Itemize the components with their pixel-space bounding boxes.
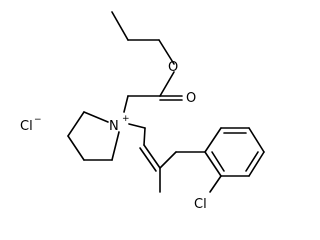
- bond-ring-2: [67, 111, 85, 137]
- bond-aryl-4: [248, 151, 265, 177]
- atom-chlorine-aryl: Cl: [194, 197, 207, 212]
- bond-ring-5: [111, 131, 120, 161]
- chemical-structure-diagram: O O N + Cl Cl −: [20, 11, 265, 212]
- bond-aryl-1: [204, 127, 222, 153]
- propyl-chain: [111, 11, 175, 65]
- bond-aryl-inner-3: [211, 151, 225, 172]
- bond-alkene-a: [143, 144, 161, 169]
- chlorophenyl-ring: [204, 127, 265, 193]
- atom-oxygen-ester: O: [168, 60, 178, 75]
- bond-ring-3: [67, 135, 85, 161]
- nitrogen-charge: +: [122, 114, 130, 124]
- bond-ester-o-carbonyl-c: [159, 71, 175, 97]
- bond-aryl-3: [248, 127, 265, 153]
- bond-ch2-ch: [143, 127, 146, 146]
- ester-group: [123, 71, 183, 113]
- bond-aryl-cl: [209, 175, 222, 193]
- bond-propyl-1: [111, 11, 129, 41]
- bond-ring-1: [83, 111, 109, 123]
- bond-aryl-inner-2: [245, 151, 259, 172]
- bond-ch2-n: [123, 95, 129, 113]
- atom-nitrogen: N: [109, 119, 119, 134]
- counterion-charge: −: [34, 115, 42, 125]
- bond-aryl-6: [204, 151, 222, 177]
- piperidinium-ring: [67, 111, 120, 161]
- counterion-chlorine: Cl: [20, 119, 33, 134]
- butenyl-chain: [128, 123, 206, 193]
- bond-c-ch2-benzyl: [159, 151, 177, 169]
- bond-propyl-3: [158, 39, 175, 65]
- bond-alkene-b: [139, 147, 157, 172]
- bond-n-ch2: [128, 123, 146, 129]
- atom-oxygen-carbonyl: O: [186, 91, 196, 106]
